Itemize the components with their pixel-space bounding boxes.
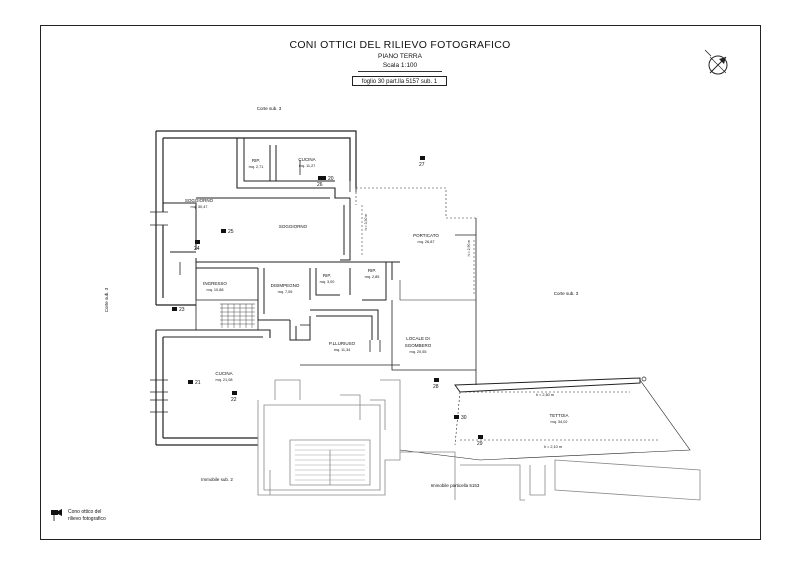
- camera-icon: [318, 176, 323, 180]
- camera-marker-30: 30: [454, 415, 467, 421]
- corte-top-label: Corte sub. 3: [257, 106, 282, 111]
- camera-marker-28: 28: [433, 378, 439, 390]
- camera-icon: [454, 415, 459, 419]
- ingresso-area: mq. 10,88: [207, 288, 224, 292]
- camera-marker-29: 29: [477, 435, 483, 447]
- soggiorno1-area: mq. 30,47: [191, 205, 208, 209]
- height-4: h = 2,10 m: [544, 445, 562, 449]
- rip1-area: mq. 2,71: [249, 165, 264, 169]
- disimpegno-area: mq. 7,05: [278, 290, 293, 294]
- rip3-name: RIP.: [368, 268, 376, 273]
- rip2-area: mq. 3,00: [320, 280, 335, 284]
- cucina2-area: mq. 21,08: [216, 378, 233, 382]
- tettoia-area: mq. 34,02: [551, 420, 568, 424]
- camera-icon: [232, 391, 237, 395]
- camera-marker-27: 27: [419, 156, 425, 168]
- scale-label: Scala 1:100: [382, 62, 418, 69]
- camera-number: 30: [461, 415, 467, 421]
- tettoia-name: TETTOIA: [550, 413, 569, 418]
- corte-left-label: Corte sub. 3: [104, 287, 109, 312]
- immobile-5153-label: Immobile particella 5153: [431, 483, 480, 488]
- north-arrow-icon: [704, 49, 728, 75]
- camera-number: 28: [433, 384, 439, 390]
- camera-icon: [172, 307, 177, 311]
- locale-name-1: LOCALE DI: [406, 336, 430, 341]
- plluriuso-name: P.LLURIUSO: [329, 341, 356, 346]
- camera-number: 27: [419, 162, 425, 168]
- camera-icon: [195, 240, 200, 244]
- porticato-area: mq. 26,87: [418, 240, 435, 244]
- legend-line2: rilievo fotografico: [68, 516, 106, 522]
- rip1-name: RIP.: [252, 158, 260, 163]
- drawing-frame: [40, 25, 761, 540]
- porticato-outline: [355, 187, 476, 219]
- window-marks: [150, 160, 660, 441]
- camera-marker-24: 24: [194, 240, 200, 252]
- rip3-area: mq. 2,85: [365, 275, 380, 279]
- camera-number: 20: [328, 176, 334, 182]
- floor-label: PIANO TERRA: [378, 53, 422, 60]
- camera-number: 23: [179, 307, 185, 313]
- camera-number: 25: [228, 229, 234, 235]
- locale-area: mq. 20,55: [410, 350, 427, 354]
- camera-marker-22: 22: [231, 391, 237, 403]
- disimpegno-name: DISIMPEGNO: [271, 283, 300, 288]
- cucina1-area: mq. 11,27: [299, 164, 316, 168]
- cucina2-name: CUCINA: [215, 371, 232, 376]
- camera-icon: [420, 156, 425, 160]
- porticato-name: PORTICATO: [413, 233, 439, 238]
- building-walls: [155, 130, 477, 446]
- camera-icon: [478, 435, 483, 439]
- camera-icon: [434, 378, 439, 382]
- scale-underline: [358, 71, 442, 72]
- neighbouring-building: [257, 379, 701, 501]
- camera-number: 29: [477, 441, 483, 447]
- camera-icon: [321, 176, 326, 180]
- ingresso-name: INGRESSO: [203, 281, 227, 286]
- height-2: h = 2,90 m: [467, 240, 471, 257]
- soggiorno2-name: SOGGIORNO: [279, 224, 308, 229]
- camera-number: 22: [231, 397, 237, 403]
- camera-marker-26: 26: [317, 176, 323, 188]
- camera-markers: 20 21 22 23 24 25 26 27 28 29 30: [172, 156, 483, 447]
- camera-number: 24: [194, 246, 200, 252]
- tettoia-outline: [399, 376, 691, 461]
- camera-marker-20: 20: [321, 176, 334, 182]
- legend-line1: Cono ottico del: [68, 509, 101, 515]
- legend: Cono ottico del rilievo fotografico: [51, 509, 106, 522]
- height-3: h = 2,60 m: [536, 393, 554, 397]
- soggiorno1-name: SOGGIORNO: [185, 198, 214, 203]
- camera-number: 26: [317, 182, 323, 188]
- camera-marker-25: 25: [221, 229, 234, 235]
- camera-marker-23: 23: [172, 307, 185, 313]
- room-labels: Corte sub. 3 Corte sub. 3 Corte sub. 3 I…: [104, 106, 579, 488]
- locale-name-2: SGOMBERO: [405, 343, 432, 348]
- cucina1-name: CUCINA: [298, 157, 315, 162]
- camera-number: 21: [195, 380, 201, 386]
- parcel-box: foglio 30 part.lla 5157 sub. 1: [352, 76, 447, 86]
- camera-icon: [221, 229, 226, 233]
- height-1: h = 3,30 m: [364, 214, 368, 231]
- plluriuso-area: mq. 11,34: [334, 348, 351, 352]
- legend-camera-icon: [51, 509, 62, 521]
- immobile-sub2-label: Immobile sub. 2: [201, 477, 233, 482]
- drawing-title: CONI OTTICI DEL RILIEVO FOTOGRAFICO: [289, 39, 511, 51]
- camera-marker-21: 21: [188, 380, 201, 386]
- camera-icon: [188, 380, 193, 384]
- corte-right-label: Corte sub. 3: [554, 291, 579, 296]
- rip2-name: RIP.: [323, 273, 331, 278]
